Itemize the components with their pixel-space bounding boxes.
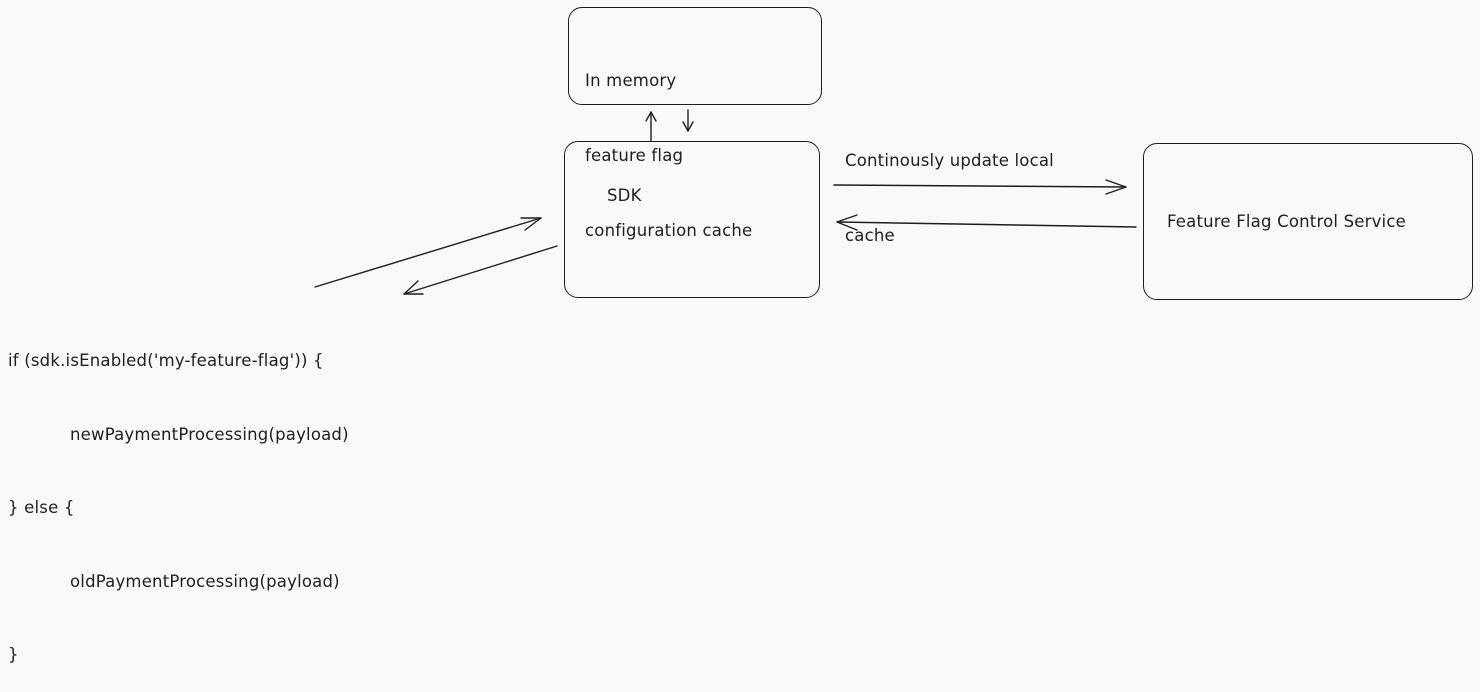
code-line: } — [8, 645, 19, 664]
sync-annotation-line: Continously update local — [845, 151, 1054, 170]
sdk-label: SDK — [607, 186, 642, 205]
sdk-box — [564, 141, 820, 298]
code-line: oldPaymentProcessing(payload) — [70, 571, 340, 591]
cache-box — [568, 7, 822, 105]
cache-label-line: configuration cache — [585, 221, 753, 240]
feature-flag-service-box — [1143, 143, 1473, 300]
arrow-code-to-sdk — [314, 217, 542, 288]
code-snippet: if (sdk.isEnabled('my-feature-flag')) { … — [8, 300, 349, 692]
cache-label-line: In memory — [585, 71, 677, 90]
service-label: Feature Flag Control Service — [1167, 212, 1406, 231]
cache-label-line: feature flag — [585, 146, 684, 165]
cache-label: In memory feature flag configuration cac… — [585, 18, 752, 268]
code-line: newPaymentProcessing(payload) — [70, 424, 349, 444]
sync-annotation-line: cache — [845, 226, 895, 245]
code-line: } else { — [8, 498, 75, 517]
sync-annotation: Continously update local cache — [845, 98, 1054, 273]
arrow-sdk-to-code — [403, 245, 558, 295]
code-line: if (sdk.isEnabled('my-feature-flag')) { — [8, 351, 324, 370]
